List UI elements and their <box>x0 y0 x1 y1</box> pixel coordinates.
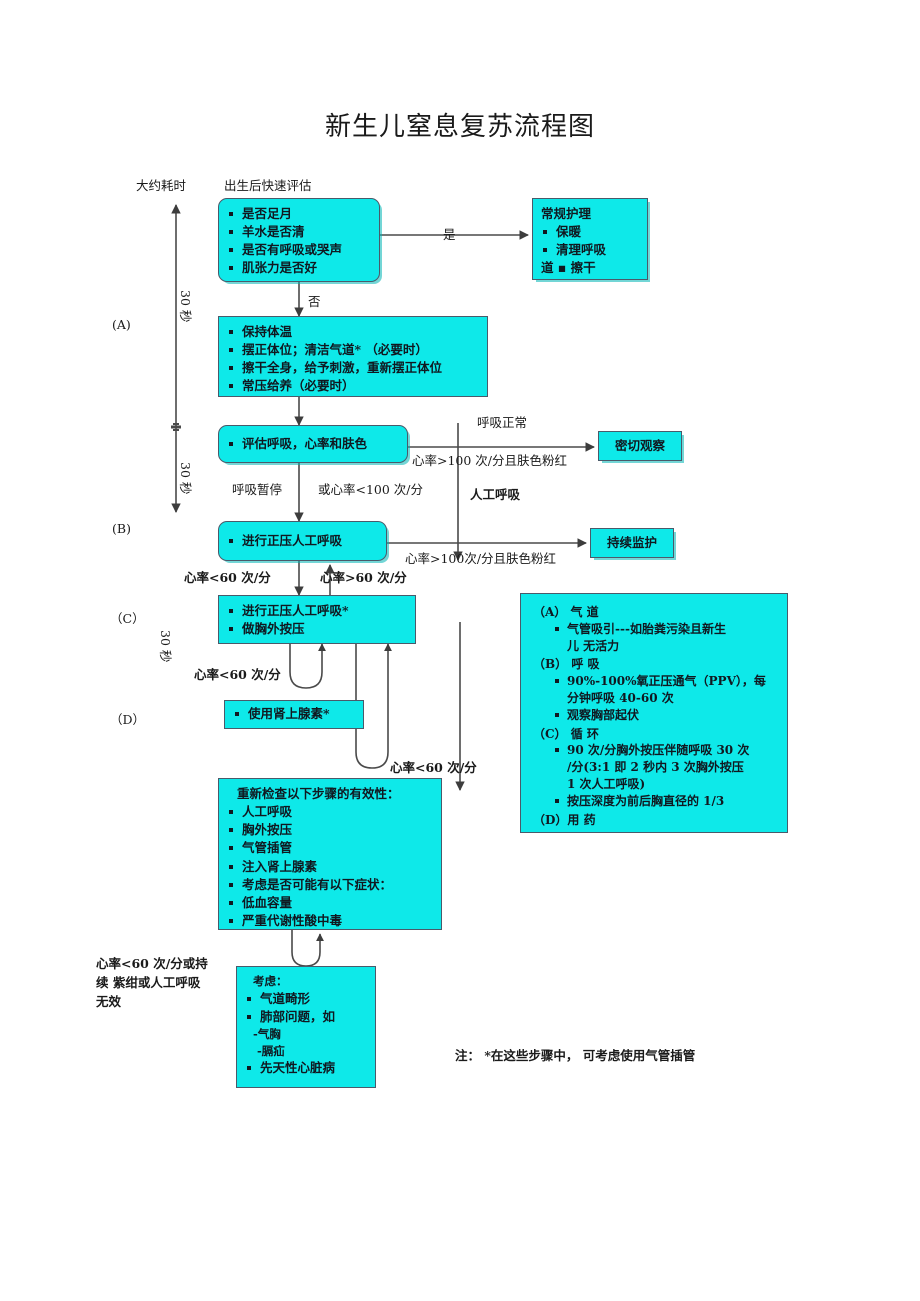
edge-label-no: 否 <box>308 294 321 309</box>
box-close-observation[interactable]: 密切观察 <box>598 431 682 461</box>
list-item: 肺部问题，如 <box>245 1008 367 1026</box>
axis-header: 大约耗时 <box>136 178 187 193</box>
list-item: 严重代谢性酸中毒 <box>227 912 433 930</box>
box-routine-care[interactable]: 常规护理 保暖 清理呼吸 道 ▪ 擦干 <box>532 198 648 280</box>
legend-group-head: （D）用 药 <box>533 812 596 827</box>
legend-group: （C） 循 环 90 次/分胸外按压伴随呼吸 30 次 /分(3:1 即 2 秒… <box>533 726 777 810</box>
edge-label-hr-under-60-b: 心率<60 次/分 <box>194 667 281 682</box>
legend-group: （D）用 药 <box>533 812 777 829</box>
box-ppv-compression[interactable]: 进行正压人工呼吸* 做胸外按压 <box>218 595 416 644</box>
edge-label-apnea: 呼吸暂停 <box>232 482 283 497</box>
box-evaluate[interactable]: 评估呼吸，心率和肤色 <box>218 425 408 463</box>
axis-seg-2: 30 秒 <box>178 462 193 495</box>
legend-box[interactable]: （A） 气 道 气管吸引---如胎粪污染且新生 儿 无活力 （B） 呼 吸 90… <box>520 593 788 833</box>
box-epinephrine[interactable]: 使用肾上腺素* <box>224 700 364 729</box>
list-item: 是否有呼吸或哭声 <box>227 241 371 259</box>
list-item: 进行正压人工呼吸* <box>227 602 407 620</box>
axis-seg-3: 30 秒 <box>158 630 173 663</box>
list-item: 是否足月 <box>227 205 371 223</box>
edge-label-yes: 是 <box>443 227 456 242</box>
stage-label-b: (B) <box>112 521 131 536</box>
axis-seg-1: 30 秒 <box>178 290 193 323</box>
list-item: 先天性心脏病 <box>245 1059 367 1077</box>
edge-label-hr-over-60: 心率>60 次/分 <box>320 570 407 585</box>
box-continuous-monitor[interactable]: 持续监护 <box>590 528 674 558</box>
legend-item: 90 次/分胸外按压伴随呼吸 30 次 /分(3:1 即 2 秒内 3 次胸外按… <box>555 742 777 792</box>
legend-group-head: （C） 循 环 <box>533 726 599 741</box>
legend-item: 气管吸引---如胎粪污染且新生 儿 无活力 <box>555 621 777 655</box>
persist-note: 心率<60 次/分或持 续 紫绀或人工呼吸 无效 <box>96 956 208 1009</box>
list-item: 常压给养（必要时） <box>227 377 479 395</box>
list-item: 进行正压人工呼吸 <box>227 532 378 550</box>
list-item: 评估呼吸，心率和肤色 <box>227 435 399 453</box>
list-item: 低血容量 <box>227 894 433 912</box>
box-consider[interactable]: 考虑： 气道畸形 肺部问题，如 -气胸 -膈疝 先天性心脏病 <box>236 966 376 1088</box>
edge-label-or-hr-under-100: 或心率<100 次/分 <box>318 482 424 497</box>
legend-group: （B） 呼 吸 90%-100%氧正压通气（PPV），每 分钟呼吸 40-60 … <box>533 656 777 723</box>
box-initial-assessment[interactable]: 是否足月 羊水是否清 是否有呼吸或哭声 肌张力是否好 <box>218 198 380 282</box>
list-item: 气管插管 <box>227 839 433 857</box>
list-item: 肌张力是否好 <box>227 259 371 277</box>
list-item: 保暖 <box>541 223 639 241</box>
box-initial-steps[interactable]: 保持体温 摆正体位；清洁气道* （必要时） 擦干全身，给予刺激，重新摆正体位 常… <box>218 316 488 397</box>
list-item: 摆正体位；清洁气道* （必要时） <box>227 341 479 359</box>
stage-label-d: （D） <box>110 712 146 727</box>
list-item: 注入肾上腺素 <box>227 858 433 876</box>
edge-label-artificial-breathing: 人工呼吸 <box>470 487 521 502</box>
list-item: 清理呼吸 <box>541 241 639 259</box>
edge-label-hr-over-100-pink-2: 心率>100次/分且肤色粉红 <box>405 551 557 566</box>
list-item-sub: -膈疝 <box>257 1043 285 1058</box>
list-item: 使用肾上腺素* <box>233 705 355 723</box>
edge-label-hr-under-60-a: 心率<60 次/分 <box>184 570 271 585</box>
edge-label-hr-under-60-c: 心率<60 次/分 <box>390 760 477 775</box>
legend-item: 90%-100%氧正压通气（PPV），每 分钟呼吸 40-60 次 <box>555 673 777 707</box>
list-item: 人工呼吸 <box>227 803 433 821</box>
recheck-head: 重新检查以下步骤的有效性： <box>237 786 400 801</box>
page-title: 新生儿窒息复苏流程图 <box>324 112 595 142</box>
edge-label-breath-normal: 呼吸正常 <box>477 415 528 430</box>
close-observation-text: 密切观察 <box>614 437 665 453</box>
box-ppv[interactable]: 进行正压人工呼吸 <box>218 521 387 561</box>
list-item: 气道畸形 <box>245 990 367 1008</box>
consider-head: 考虑： <box>253 974 288 988</box>
list-item: 羊水是否清 <box>227 223 371 241</box>
continuous-monitor-text: 持续监护 <box>606 534 657 550</box>
routine-care-head: 常规护理 <box>541 206 592 221</box>
routine-care-tail: 道 ▪ 擦干 <box>541 260 596 276</box>
list-item: 胸外按压 <box>227 821 433 839</box>
list-item: 考虑是否可能有以下症状： <box>227 876 433 894</box>
legend-group-head: （B） 呼 吸 <box>533 657 600 672</box>
list-item: 保持体温 <box>227 323 479 341</box>
legend-group: （A） 气 道 气管吸引---如胎粪污染且新生 儿 无活力 <box>533 604 777 654</box>
list-item: 做胸外按压 <box>227 620 407 638</box>
list-item-sub: -气胸 <box>253 1026 281 1041</box>
legend-item: 观察胸部起伏 <box>555 707 777 724</box>
footnote: 注： *在这些步骤中， 可考虑使用气管插管 <box>455 1048 696 1063</box>
list-item: 擦干全身，给予刺激，重新摆正体位 <box>227 359 479 377</box>
edge-label-hr-over-100-pink-1: 心率>100 次/分且肤色粉红 <box>412 453 568 468</box>
stage-label-a: (A) <box>112 317 131 332</box>
legend-item: 按压深度为前后胸直径的 1/3 <box>555 793 777 810</box>
birth-assess-label: 出生后快速评估 <box>224 178 312 193</box>
legend-group-head: （A） 气 道 <box>533 605 599 619</box>
box-recheck[interactable]: 重新检查以下步骤的有效性： 人工呼吸 胸外按压 气管插管 注入肾上腺素 考虑是否… <box>218 778 442 930</box>
stage-label-c: （C） <box>110 611 145 626</box>
